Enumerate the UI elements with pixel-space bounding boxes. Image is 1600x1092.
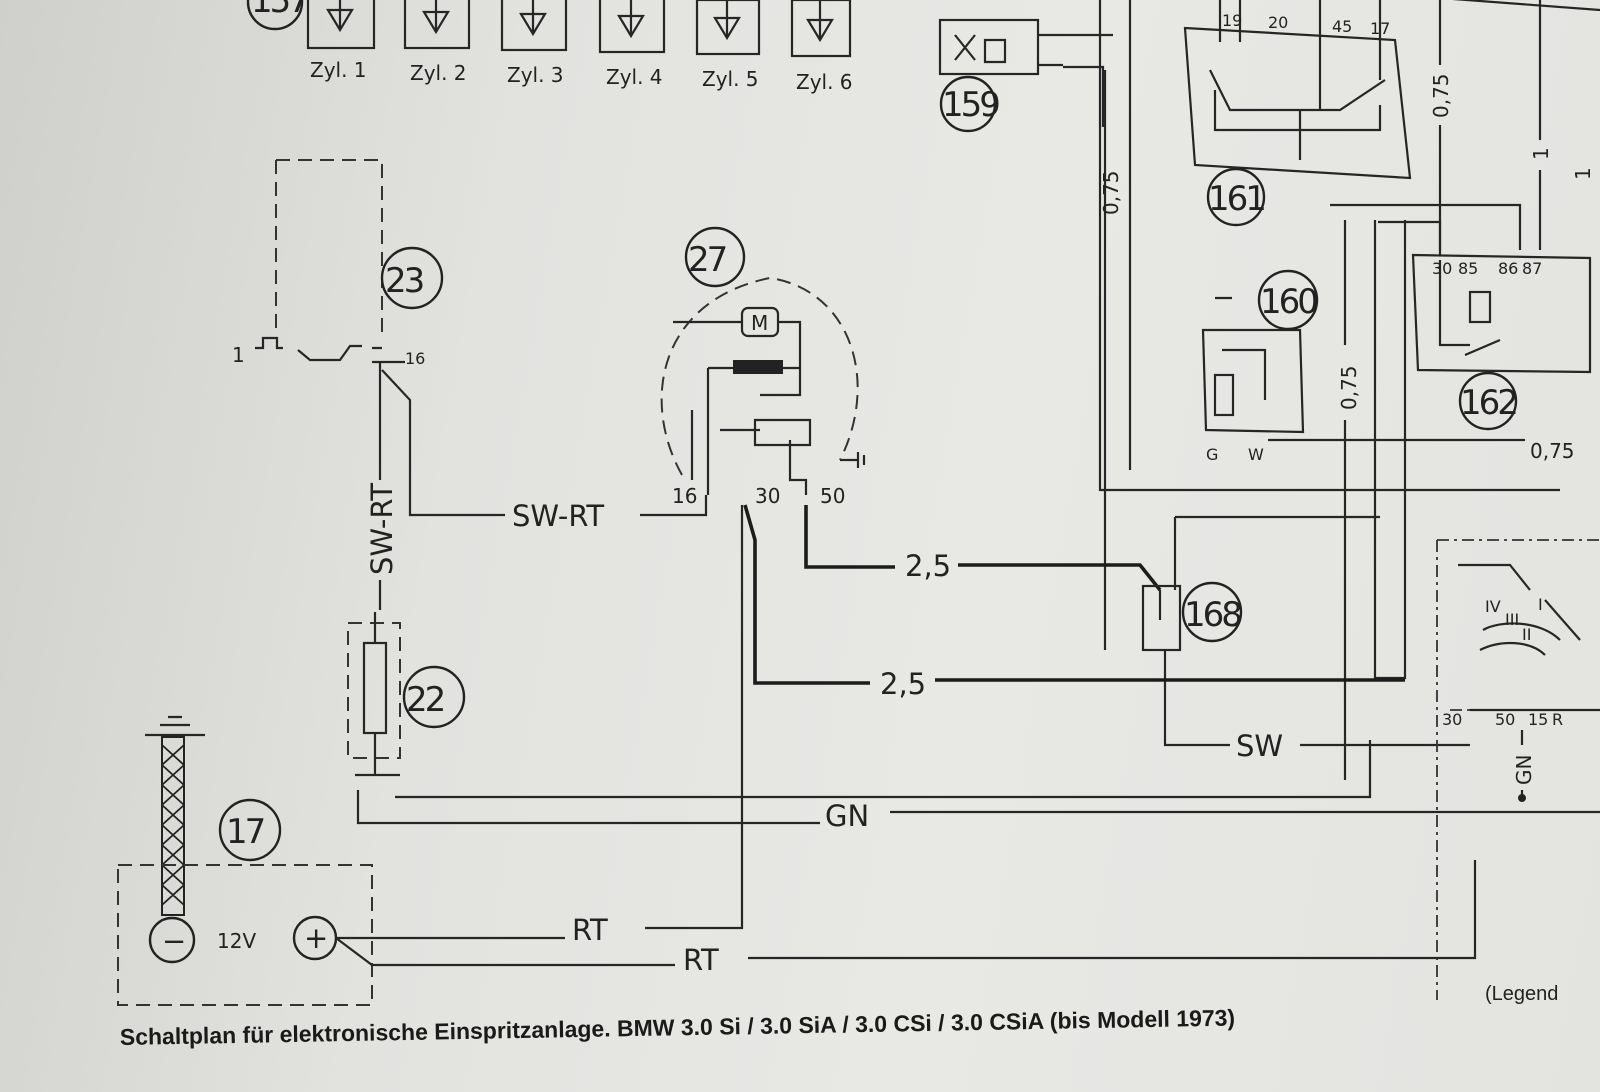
- wire-label-075: 0,75: [1429, 73, 1453, 118]
- injector-6: [790, 0, 852, 58]
- wire-label-075: 0,75: [1530, 439, 1575, 463]
- terminal-label: W: [1248, 445, 1264, 464]
- terminal-label: 19: [1222, 11, 1242, 30]
- terminal-label: 16: [672, 484, 697, 508]
- component-161-label: 161: [1208, 179, 1264, 219]
- injector-1: [306, 0, 376, 50]
- battery-minus: −: [162, 924, 186, 958]
- terminal-label: 50: [1495, 710, 1515, 729]
- component-17-label: 17: [226, 812, 264, 852]
- injector-label: Zyl. 1: [310, 58, 367, 82]
- wire-label-sw: SW: [1236, 729, 1283, 763]
- terminal-label: 17: [1370, 19, 1390, 38]
- component-157-label: 157: [251, 0, 307, 21]
- injector-label: Zyl. 2: [410, 61, 467, 85]
- wire-label-gn: GN: [825, 799, 869, 833]
- injector-label: Zyl. 4: [606, 65, 663, 89]
- wire-label-rt: RT: [572, 913, 608, 947]
- component-162: 30 85 86 87 162: [1330, 203, 1592, 431]
- component-160-label: 160: [1260, 282, 1317, 322]
- wire-label-rt: RT: [683, 943, 719, 977]
- motor-symbol: M: [751, 311, 768, 335]
- ignition-switch: IV III II I 30 50 15 R: [1436, 539, 1600, 1000]
- injector-5: [695, 0, 761, 56]
- component-22-label: 22: [406, 680, 444, 720]
- terminal-label: R: [1552, 710, 1563, 729]
- wire-label-1: 1: [1571, 167, 1595, 180]
- component-23-label: 23: [385, 261, 423, 301]
- terminal-label: 30: [755, 484, 780, 508]
- component-159: 159: [938, 18, 1113, 133]
- wire-label-2-5: 2,5: [905, 549, 951, 583]
- wire-label-gn: GN: [1512, 755, 1536, 785]
- terminal-label: 45: [1332, 17, 1352, 36]
- component-27-label: 27: [688, 240, 726, 280]
- component-161: 19 20 45 17 161: [1183, 0, 1412, 227]
- wire-label-sw-rt: SW-RT: [512, 499, 604, 533]
- injector-label: Zyl. 5: [702, 67, 759, 91]
- terminal-label: 15: [1528, 710, 1548, 729]
- component-168-label: 168: [1184, 595, 1241, 635]
- injector-2: [403, 0, 471, 50]
- component-168: 168: [1141, 515, 1380, 652]
- wire-label-1: 1: [1529, 147, 1553, 160]
- wire-label-2-5: 2,5: [880, 667, 926, 701]
- component-22: 22: [347, 612, 466, 777]
- component-23: 1 16 23: [232, 159, 444, 368]
- component-159-label: 159: [942, 85, 999, 125]
- component-162-label: 162: [1460, 383, 1516, 423]
- terminal-label: 85: [1458, 259, 1478, 278]
- component-160: G W 160: [1201, 269, 1320, 464]
- ignition-position: I: [1538, 595, 1543, 614]
- injector-3: [500, 0, 568, 52]
- terminal-label: 50: [820, 484, 845, 508]
- diagram-caption: Schaltplan für elektronische Einspritzan…: [120, 1005, 1236, 1050]
- terminal-label: 86: [1498, 259, 1518, 278]
- terminal-label: 30: [1432, 259, 1452, 278]
- component-157: 157: [246, 0, 310, 31]
- terminal-label: G: [1206, 445, 1218, 464]
- component-27-starter: 27 M 16 30 50: [660, 226, 866, 508]
- ignition-position: III: [1505, 610, 1519, 629]
- injector-label: Zyl. 6: [796, 70, 853, 94]
- wire-label-075: 0,75: [1099, 170, 1123, 215]
- terminal-label: 87: [1522, 259, 1542, 278]
- terminal-label: 1: [232, 343, 245, 367]
- injector-label: Zyl. 3: [507, 63, 564, 87]
- wire-label-sw-rt: SW-RT: [365, 483, 399, 575]
- injector-row: Zyl. 1 Zyl. 2 Zyl. 3 Zyl. 4 Zyl. 5 Zyl. …: [306, 0, 853, 94]
- ignition-position: IV: [1485, 597, 1501, 616]
- terminal-label: 30: [1442, 710, 1462, 729]
- ignition-position: II: [1522, 625, 1531, 644]
- component-17-battery: − 12V + 17: [117, 715, 373, 1006]
- terminal-label: 20: [1268, 13, 1288, 32]
- terminal-label: 16: [405, 349, 425, 368]
- battery-voltage: 12V: [217, 929, 256, 953]
- legend-reference: (Legend: [1485, 983, 1558, 1005]
- injector-4: [598, 0, 666, 54]
- wire-label-075: 0,75: [1337, 365, 1361, 410]
- battery-plus: +: [304, 921, 328, 955]
